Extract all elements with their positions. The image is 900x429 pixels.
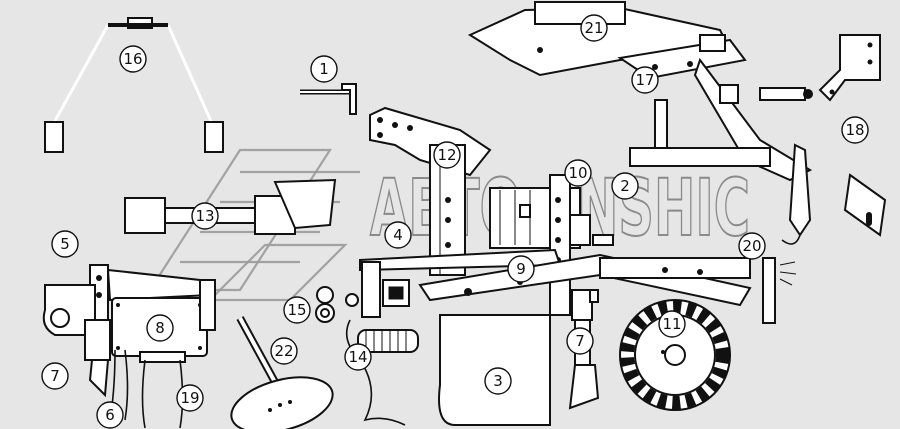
callout-label: 2 — [620, 177, 630, 195]
part-9-main-frame — [359, 248, 752, 307]
callout-label: 13 — [195, 207, 214, 225]
callout-16: 16 — [119, 45, 147, 73]
callout-1: 1 — [310, 55, 338, 83]
callout-7-right: 7 — [566, 327, 594, 355]
callout-label: 7 — [50, 367, 60, 385]
part-18-brackets — [818, 34, 887, 237]
part-16-tripod-frame — [44, 17, 224, 153]
callout-12: 12 — [433, 141, 461, 169]
callout-label: 11 — [662, 315, 681, 333]
callout-label: 9 — [516, 260, 526, 278]
callout-label: 3 — [493, 372, 503, 390]
callout-label: 10 — [568, 164, 587, 182]
callout-7-left: 7 — [41, 362, 69, 390]
callout-label: 16 — [123, 50, 142, 68]
callout-label: 1 — [319, 60, 329, 78]
callout-label: 14 — [348, 348, 367, 366]
callout-10: 10 — [564, 159, 592, 187]
callout-13: 13 — [191, 202, 219, 230]
callout-label: 12 — [437, 146, 456, 164]
callout-label: 19 — [180, 389, 199, 407]
callout-label: 21 — [584, 19, 603, 37]
callout-label: 15 — [287, 301, 306, 319]
callout-3: 3 — [484, 367, 512, 395]
callout-label: 18 — [845, 121, 864, 139]
callout-9: 9 — [507, 255, 535, 283]
callout-8: 8 — [146, 314, 174, 342]
callout-label: 8 — [155, 319, 165, 337]
callout-6: 6 — [96, 401, 124, 429]
callout-label: 7 — [575, 332, 585, 350]
part-20-lamp — [762, 257, 797, 324]
callout-label: 17 — [635, 71, 654, 89]
callout-19: 19 — [176, 384, 204, 412]
callout-2: 2 — [611, 172, 639, 200]
part-11-packer-wheel — [619, 299, 731, 411]
callout-label: 5 — [60, 235, 70, 253]
part-4-clamp — [345, 261, 410, 318]
part-1-pin — [300, 83, 357, 115]
callout-15: 15 — [283, 296, 311, 324]
part-22-disc-coulter — [230, 316, 334, 429]
part-19-loop-tines — [139, 351, 186, 429]
part-13-hydraulic-cylinder — [124, 178, 337, 235]
callout-label: 6 — [105, 406, 115, 424]
callout-22: 22 — [270, 337, 298, 365]
callout-label: 22 — [274, 342, 293, 360]
part-15-washers — [315, 286, 335, 323]
callout-20: 20 — [738, 232, 766, 260]
callout-label: 4 — [393, 226, 403, 244]
callout-17: 17 — [631, 66, 659, 94]
callout-11: 11 — [658, 310, 686, 338]
callout-label: 20 — [742, 237, 761, 255]
part-7-left-shank — [84, 319, 111, 398]
part-5-left-bracket — [42, 264, 212, 336]
callout-4: 4 — [384, 221, 412, 249]
callout-5: 5 — [51, 230, 79, 258]
part-14-spring-tine — [345, 319, 419, 426]
callout-18: 18 — [841, 116, 869, 144]
callout-21: 21 — [580, 14, 608, 42]
callout-14: 14 — [344, 343, 372, 371]
